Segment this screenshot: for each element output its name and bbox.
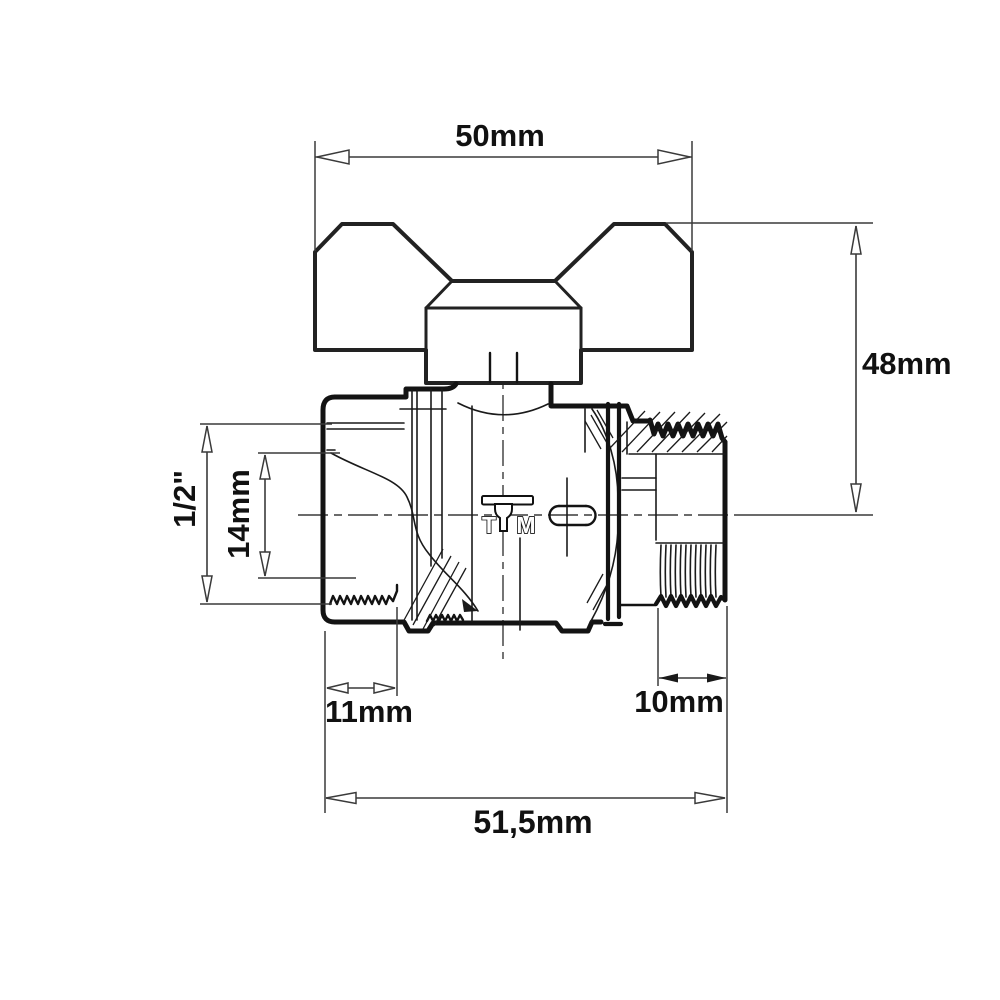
arrowhead (316, 149, 350, 165)
handle-outline (313, 222, 694, 385)
dim-male-thread-length: 10mm (634, 606, 728, 813)
arrowhead (707, 673, 726, 683)
arrowhead (657, 149, 691, 165)
arrowhead (259, 551, 271, 577)
logo-letter-t: T (482, 512, 496, 538)
dim-label-51-5mm: 51,5mm (473, 804, 592, 840)
male-end (609, 410, 728, 609)
arrowhead (201, 425, 213, 453)
butterfly-handle (313, 222, 694, 385)
tailpiece-thread (425, 613, 465, 623)
dim-label-11mm: 11mm (325, 694, 413, 729)
dim-label-48mm: 48mm (862, 346, 952, 381)
dim-label-50mm: 50mm (455, 118, 545, 153)
female-end-union-nut (320, 381, 604, 634)
male-thread-crest-bottom (653, 593, 728, 609)
female-thread (328, 594, 395, 606)
valve-body-center: T M (457, 381, 653, 631)
section-break-curve (330, 452, 479, 612)
dim-label-10mm: 10mm (634, 684, 724, 719)
tm-logo: T M (481, 495, 536, 539)
ball-port-slot (548, 504, 597, 527)
arrowhead (850, 225, 862, 255)
arrowhead (373, 682, 396, 694)
dim-thread-bore: 14mm (221, 452, 356, 579)
logo-letter-m: M (516, 512, 535, 538)
dim-thread-size: 1/2" (167, 423, 332, 605)
dim-female-thread-length: 11mm (324, 607, 413, 813)
arrowhead (694, 791, 726, 805)
male-thread-crest (647, 417, 728, 445)
dim-overall-height: 48mm (666, 222, 952, 513)
arrowhead (326, 682, 349, 694)
dim-overall-length: 51,5mm (325, 791, 726, 840)
dim-label-14mm: 14mm (221, 469, 256, 559)
arrowhead (201, 575, 213, 603)
arrowhead (850, 483, 862, 513)
arrowhead (259, 454, 271, 480)
dim-label-half-inch: 1/2" (167, 470, 202, 528)
dim-handle-width: 50mm (314, 118, 693, 251)
arrowhead (659, 673, 678, 683)
arrowhead (325, 791, 357, 805)
